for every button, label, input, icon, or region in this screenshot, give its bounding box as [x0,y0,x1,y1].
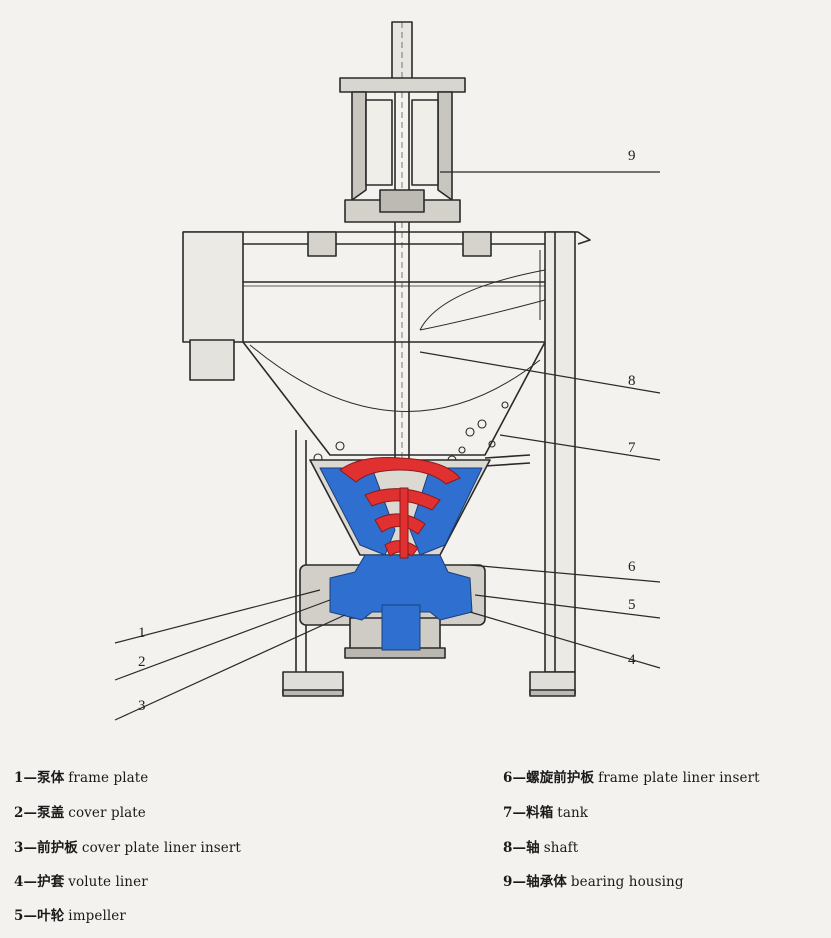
callout-number: 4 [628,652,636,668]
callout-number: 8 [628,373,636,389]
callout-number: 9 [628,148,636,164]
leader-lines [114,351,661,721]
callout-number: 5 [628,597,636,613]
callout-number: 6 [628,559,636,575]
tank [182,231,591,697]
callout-number: 1 [138,625,146,641]
shaft [391,21,413,480]
pump-cross-section-drawing: 1 2 3 4 5 6 7 8 9 [114,21,661,721]
callout-number: 7 [628,440,636,456]
impeller-spiral [339,457,461,559]
liner-inserts [319,467,483,651]
callout-number: 2 [138,654,146,670]
bearing-housing [339,77,660,223]
callout-number: 3 [138,698,146,714]
callout-labels: 1 2 3 4 5 6 7 8 9 [138,148,636,714]
